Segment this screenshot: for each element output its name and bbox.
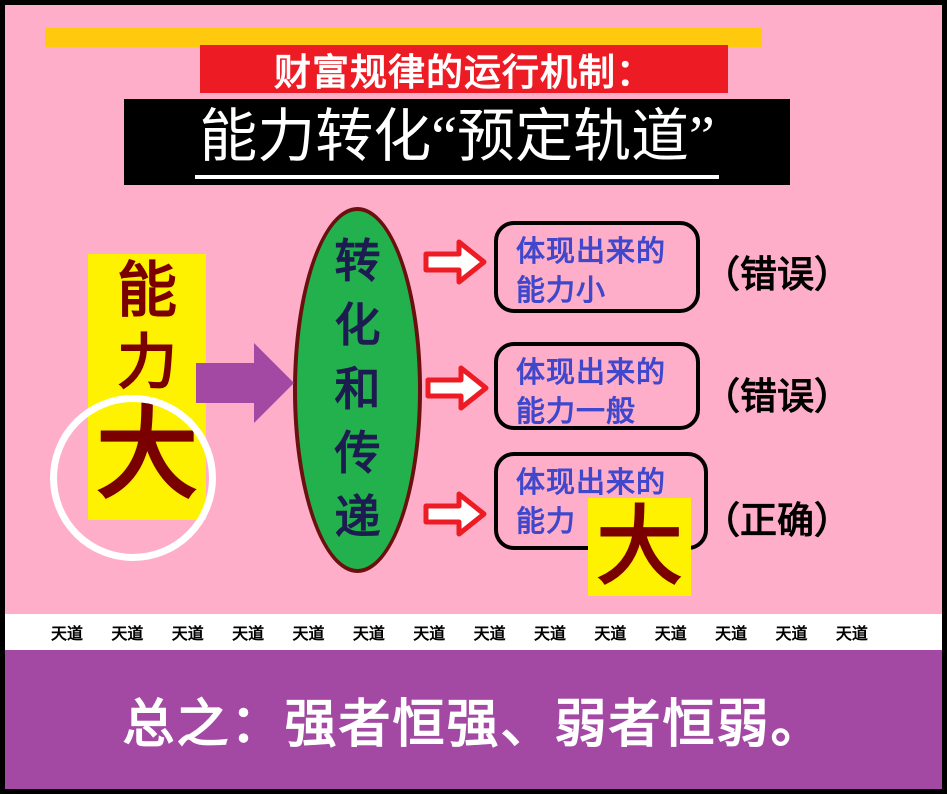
purple-arrow-head bbox=[254, 343, 294, 423]
outcome-line: 能力一般 bbox=[516, 396, 637, 429]
ticker-word: 天道 bbox=[715, 626, 748, 643]
outcome-box-average: 体现出来的 能力一般 bbox=[494, 342, 700, 430]
main-title: 能力转化“预定轨道” bbox=[195, 105, 719, 179]
emphasis-circle bbox=[50, 395, 216, 561]
outcome-line: 能力小 bbox=[516, 275, 607, 308]
outcome-line: 体现出来的 bbox=[516, 357, 667, 389]
ticker-word: 天道 bbox=[232, 626, 265, 643]
ticker-word: 天道 bbox=[835, 626, 868, 643]
summary-banner: 总之：强者恒强、弱者恒弱。 bbox=[5, 650, 942, 789]
verdict-label: （错误） bbox=[703, 255, 851, 296]
verdict-label: （正确） bbox=[703, 501, 851, 542]
process-char-4: 传 bbox=[334, 428, 381, 479]
flow-arrow-icon bbox=[423, 239, 487, 285]
ticker-word: 天道 bbox=[473, 626, 506, 643]
top-yellow-bar bbox=[45, 28, 762, 47]
ability-char-2: 力 bbox=[117, 330, 177, 396]
ticker-word: 天道 bbox=[171, 626, 204, 643]
ticker-word: 天道 bbox=[775, 626, 808, 643]
verdict-label: （错误） bbox=[703, 377, 851, 418]
summary-text: 总之：强者恒强、弱者恒弱。 bbox=[122, 696, 825, 754]
process-char-1: 转 bbox=[334, 236, 381, 287]
process-char-5: 递 bbox=[334, 492, 381, 543]
outcome-line: 体现出来的 bbox=[516, 467, 667, 499]
flow-arrow-icon bbox=[423, 491, 487, 537]
ticker-word: 天道 bbox=[594, 626, 627, 643]
process-char-3: 和 bbox=[334, 364, 381, 415]
ticker-word: 天道 bbox=[111, 626, 144, 643]
ability-char-1: 能 bbox=[117, 258, 177, 324]
ticker-word: 天道 bbox=[292, 626, 325, 643]
outcome-big-highlight: 大 bbox=[588, 498, 691, 596]
ticker-word: 天道 bbox=[654, 626, 687, 643]
ticker-strip: 天道 天道 天道 天道 天道 天道 天道 天道 天道 天道 天道 天道 天道 天… bbox=[5, 614, 942, 650]
outcome-big-char: 大 bbox=[596, 499, 683, 595]
ticker-word: 天道 bbox=[51, 626, 84, 643]
purple-arrow-body bbox=[196, 363, 254, 403]
ticker-word: 天道 bbox=[534, 626, 567, 643]
ticker-word: 天道 bbox=[413, 626, 446, 643]
flow-arrow-icon bbox=[425, 365, 489, 411]
transform-ellipse: 转 化 和 传 递 bbox=[293, 207, 422, 573]
red-banner-text: 财富规律的运行机制： bbox=[274, 52, 654, 93]
purple-arrow-icon bbox=[196, 343, 294, 423]
process-char-2: 化 bbox=[334, 300, 381, 351]
red-banner: 财富规律的运行机制： bbox=[200, 45, 728, 93]
ticker-word: 天道 bbox=[352, 626, 385, 643]
outcome-box-small: 体现出来的 能力小 bbox=[494, 221, 700, 313]
outcome-line: 能力 bbox=[516, 506, 577, 539]
outcome-line: 体现出来的 bbox=[516, 236, 667, 268]
main-title-banner: 能力转化“预定轨道” bbox=[124, 99, 790, 185]
